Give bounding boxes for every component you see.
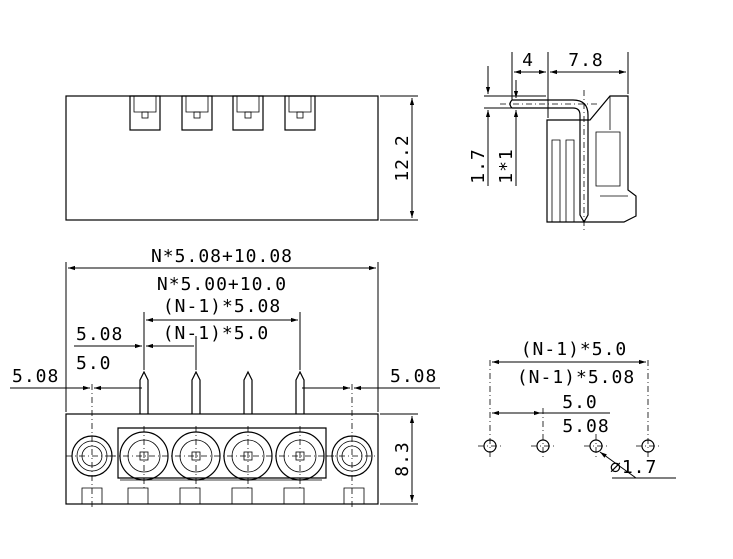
front-overall-length-500: N*5.00+10.0 — [157, 274, 287, 295]
front-view: N*5.08+10.08 N*5.00+10.0 (N-1)*5.08 (N-1… — [10, 246, 440, 510]
pcb-hole — [636, 360, 660, 460]
screw-terminal — [171, 426, 221, 488]
front-span-508: (N-1)*5.08 — [163, 296, 281, 317]
front-pins — [139, 370, 305, 414]
pcb-layout: (N-1)*5.0 (N-1)*5.08 5.0 5.08 ∅1.7 — [478, 339, 676, 479]
front-span-500: (N-1)*5.0 — [163, 323, 270, 344]
pcb-pitch-500: 5.0 — [562, 392, 598, 413]
left-flange — [66, 384, 118, 510]
side-view-height-label-2: 1*1 — [496, 148, 517, 184]
front-first-pitch-500: 5.0 — [76, 353, 112, 374]
front-height-label: 8.3 — [392, 441, 413, 477]
top-view-contacts — [129, 95, 316, 131]
pcb-span-508: (N-1)*5.08 — [517, 367, 635, 388]
side-view-pin — [509, 99, 589, 224]
side-view: 4 7.8 1.7 1*1 — [468, 50, 637, 232]
top-contact — [181, 95, 213, 131]
front-view-body — [65, 413, 379, 505]
front-pin — [295, 370, 305, 414]
screw-terminals — [110, 426, 334, 488]
screw-terminal — [119, 426, 169, 488]
side-view-width-label-1: 4 — [522, 50, 534, 71]
side-view-housing — [546, 95, 637, 223]
top-contact — [129, 95, 161, 131]
screw-terminal — [223, 426, 273, 488]
top-view-body — [65, 95, 379, 221]
top-view: 12.2 — [65, 95, 418, 221]
screw-terminal — [275, 426, 325, 488]
pcb-hole — [531, 408, 555, 460]
side-view-width-label-2: 7.8 — [568, 50, 604, 71]
pcb-hole — [478, 360, 502, 460]
front-pin — [191, 370, 201, 414]
pcb-hole — [584, 434, 608, 460]
top-contact — [284, 95, 316, 131]
pcb-span-500: (N-1)*5.0 — [521, 339, 628, 360]
front-pin — [139, 370, 149, 414]
side-view-height-label-1: 1.7 — [468, 148, 489, 184]
pcb-pitch-508: 5.08 — [562, 416, 609, 437]
top-view-height-label: 12.2 — [392, 134, 413, 181]
right-flange — [326, 384, 378, 510]
front-right-offset: 5.08 — [390, 366, 437, 387]
top-contact — [232, 95, 264, 131]
front-overall-length-508: N*5.08+10.08 — [151, 246, 293, 267]
front-left-offset: 5.08 — [12, 366, 59, 387]
pcb-hole-diameter: ∅1.7 — [610, 457, 657, 478]
front-pin — [243, 370, 253, 414]
front-first-pitch-508: 5.08 — [76, 324, 123, 345]
